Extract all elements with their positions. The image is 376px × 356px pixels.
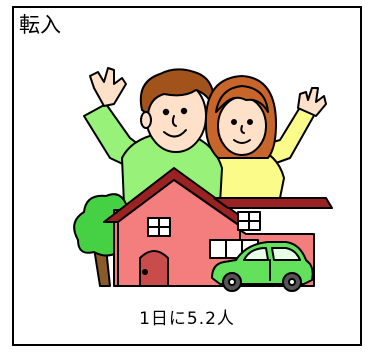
man-ear xyxy=(140,111,152,129)
man-mouth xyxy=(163,129,187,138)
family-house-car-illustration xyxy=(73,67,333,292)
window-right-upper xyxy=(237,211,261,231)
woman-nose xyxy=(240,125,245,134)
house-door xyxy=(139,250,169,287)
woman-eye-right xyxy=(247,119,253,125)
woman-mouth xyxy=(233,139,251,144)
transfer-in-card: 転入 xyxy=(12,6,362,346)
car-window-front xyxy=(243,247,269,261)
door-knob xyxy=(142,269,148,275)
card-title: 転入 xyxy=(19,13,61,37)
daily-count-caption: 1日に5.2人 xyxy=(139,309,235,329)
man-hand xyxy=(89,67,127,107)
house-roof-right xyxy=(213,197,333,209)
woman-bangs xyxy=(215,85,269,113)
car-window-rear xyxy=(271,247,301,261)
car-hubcap-rear xyxy=(288,278,296,286)
car-hubcap-front xyxy=(228,278,236,286)
woman-eye-left xyxy=(231,119,237,125)
man-nose xyxy=(171,115,177,127)
window-left xyxy=(147,217,171,237)
man-eye-left xyxy=(162,108,170,116)
woman-hand xyxy=(297,87,327,117)
man-eye-right xyxy=(180,107,188,115)
